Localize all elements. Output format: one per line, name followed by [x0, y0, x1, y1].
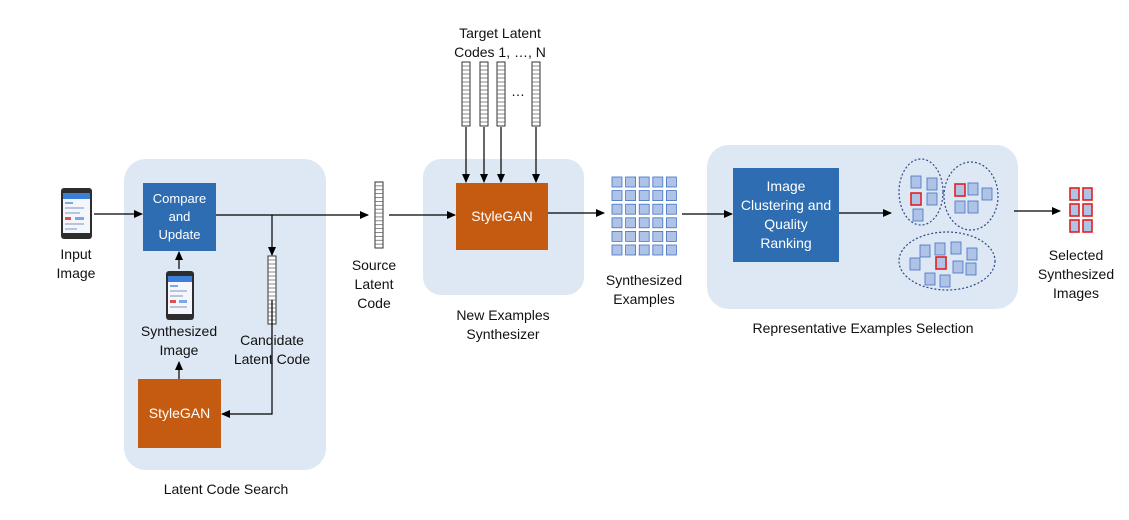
- cluster-ellipse-3: [898, 231, 996, 291]
- synthesized-example-thumb: [625, 230, 636, 242]
- cluster-thumb: [939, 274, 951, 288]
- cluster-thumb: [950, 241, 962, 255]
- cluster-thumb: [926, 192, 938, 206]
- cluster-ellipse-1: [898, 158, 944, 226]
- target-latent-vector-2: [479, 61, 489, 127]
- selected-image-thumb: [1082, 219, 1093, 233]
- synthesized-example-thumb: [652, 230, 664, 242]
- arrow-candidate-to-stylegan: [221, 300, 273, 418]
- synthesized-example-thumb: [652, 244, 664, 256]
- synthesized-example-thumb: [611, 190, 623, 202]
- synthesized-example-thumb: [611, 176, 623, 188]
- cluster-thumb: [912, 208, 924, 222]
- cluster-thumb: [952, 260, 964, 274]
- synthesized-example-thumb: [625, 244, 636, 256]
- representative-title: Representative Examples Selection: [752, 320, 974, 336]
- synthesized-example-thumb: [625, 217, 636, 229]
- synthesized-image-phone-icon: [166, 271, 194, 320]
- cluster-thumb: [924, 272, 936, 286]
- synthesized-example-thumb: [611, 244, 623, 256]
- synthesized-example-thumb: [638, 217, 650, 229]
- connectors: [94, 127, 1061, 418]
- cluster-thumb: [926, 177, 938, 191]
- cluster-thumb: [966, 247, 978, 261]
- synthesized-examples-label: Synthesized Examples: [605, 272, 683, 307]
- synthesized-example-thumb: [638, 176, 650, 188]
- cluster-thumb: [919, 244, 931, 258]
- synthesized-example-thumb: [666, 190, 677, 202]
- cluster-thumb: [910, 192, 922, 206]
- synthesized-example-thumb: [666, 203, 677, 215]
- compare-update-label: Compare and Update: [152, 191, 207, 242]
- synthesized-example-thumb: [625, 190, 636, 202]
- target-latent-vector-3: [496, 61, 506, 127]
- candidate-latent-label: Candidate Latent Code: [233, 332, 311, 367]
- target-latent-vector-1: [461, 61, 471, 127]
- image-thumbnails: [611, 175, 1093, 288]
- stylegan-box-synth: [456, 183, 548, 250]
- synthesized-example-thumb: [652, 217, 664, 229]
- synthesized-example-thumb: [652, 176, 664, 188]
- target-ellipsis: …: [511, 83, 525, 99]
- selected-image-thumb: [1069, 203, 1080, 217]
- synthesized-example-thumb: [652, 190, 664, 202]
- source-latent-vector: [374, 181, 384, 249]
- synthesized-example-thumb: [638, 244, 650, 256]
- synthesized-example-thumb: [638, 203, 650, 215]
- cluster-thumb: [967, 200, 979, 214]
- input-image-phone-icon: [61, 188, 92, 239]
- synthesized-example-thumb: [666, 176, 677, 188]
- cluster-thumb: [954, 200, 966, 214]
- synthesized-example-thumb: [625, 203, 636, 215]
- compare-update-box: [143, 183, 216, 251]
- stylegan-synth-label: StyleGAN: [471, 208, 533, 224]
- cluster-thumb: [965, 262, 977, 276]
- cluster-thumb: [954, 183, 966, 197]
- synthesized-image-label: Synthesized Image: [140, 323, 218, 358]
- synthesized-example-thumb: [638, 190, 650, 202]
- synthesized-example-thumb: [611, 217, 623, 229]
- cluster-thumb: [909, 257, 921, 271]
- synthesized-example-thumb: [666, 244, 677, 256]
- stylegan-box-search: [138, 379, 221, 448]
- source-latent-label: Source Latent Code: [351, 257, 397, 311]
- stylegan-search-label: StyleGAN: [148, 405, 211, 421]
- synthesized-example-thumb: [666, 230, 677, 242]
- selected-image-thumb: [1069, 219, 1080, 233]
- new-examples-title: New Examples Synthesizer: [456, 307, 550, 342]
- cluster-ellipse-2: [943, 161, 999, 231]
- synthesized-example-thumb: [611, 230, 623, 242]
- synthesized-example-thumb: [625, 176, 636, 188]
- synthesized-example-thumb: [666, 217, 677, 229]
- clustering-ranking-box: [733, 168, 839, 262]
- selected-image-thumb: [1069, 187, 1080, 201]
- cluster-thumb: [934, 242, 946, 256]
- latent-code-search-title: Latent Code Search: [163, 481, 289, 497]
- selected-images-label: Selected Synthesized Images: [1037, 247, 1115, 301]
- synthesized-example-thumb: [638, 230, 650, 242]
- synthesized-example-thumb: [652, 203, 664, 215]
- clustering-ranking-label: Image Clustering and Quality Ranking: [740, 178, 832, 251]
- target-latent-label: Target Latent Codes 1, …, N: [454, 25, 546, 60]
- target-latent-vector-n: [531, 61, 541, 127]
- synthesized-example-thumb: [611, 203, 623, 215]
- input-image-label: Input Image: [56, 246, 96, 281]
- cluster-thumb: [967, 182, 979, 196]
- selected-image-thumb: [1082, 187, 1093, 201]
- latent-vectors: [267, 61, 541, 325]
- cluster-thumb: [910, 175, 922, 189]
- cluster-thumb: [935, 256, 947, 270]
- cluster-thumb: [981, 187, 993, 201]
- selected-image-thumb: [1082, 203, 1093, 217]
